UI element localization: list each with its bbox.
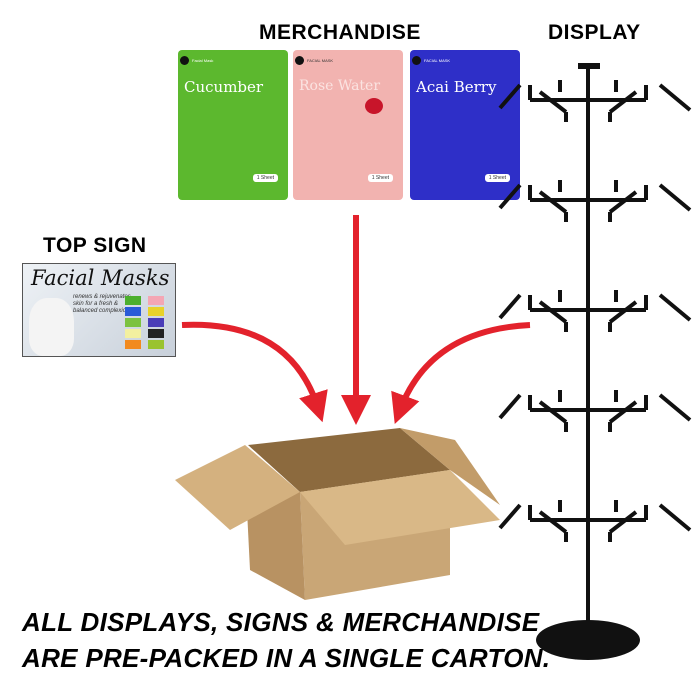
packet-acai-berry: FACIAL MASK Acai Berry 1 Sheet <box>410 50 520 200</box>
packet-sheet: 1 Sheet <box>367 174 393 182</box>
stand-arm <box>498 80 692 122</box>
footer-line-2: ARE PRE-PACKED IN A SINGLE CARTON. <box>22 643 551 673</box>
packet-rose-water: FACIAL MASK Rose Water 1 Sheet <box>293 50 403 200</box>
stand-base <box>536 620 640 660</box>
brand-logo <box>180 56 189 65</box>
packet-sheet: 1 Sheet <box>484 174 510 182</box>
stand-arm <box>498 180 692 222</box>
packet-sheet: 1 Sheet <box>252 174 278 182</box>
top-sign-heading: TOP SIGN <box>43 234 147 257</box>
arrow-from-sign <box>181 321 328 423</box>
display-heading: DISPLAY <box>548 21 641 44</box>
stand-arm <box>498 500 692 542</box>
display-stand <box>498 63 692 625</box>
packet-name: Cucumber <box>184 78 264 96</box>
merchandise-heading: MERCHANDISE <box>259 21 421 44</box>
packet-type: FACIAL MASK <box>307 58 334 63</box>
rose-icon <box>365 98 383 114</box>
stand-arm <box>498 290 692 332</box>
footer-line-1: ALL DISPLAYS, SIGNS & MERCHANDISE <box>22 607 540 637</box>
masked-face <box>29 298 74 356</box>
brand-logo <box>295 56 304 65</box>
arrow-from-display <box>391 322 531 425</box>
packet-name: Acai Berry <box>416 78 497 96</box>
packet-type: Facial Mask <box>192 58 214 63</box>
packet-type: FACIAL MASK <box>424 58 451 63</box>
sign-title: Facial Masks <box>31 266 170 290</box>
packet-name: Rose Water <box>299 78 381 94</box>
stand-arm <box>498 390 692 432</box>
packet-cucumber: Facial Mask Cucumber 1 Sheet <box>178 50 288 200</box>
sign-subtitle: renews & rejuvenates skin for a fresh & … <box>73 294 132 314</box>
carton-box <box>175 428 500 600</box>
top-sign-image: Facial Masks renews & rejuvenates skin f… <box>22 263 176 357</box>
brand-logo <box>412 56 421 65</box>
